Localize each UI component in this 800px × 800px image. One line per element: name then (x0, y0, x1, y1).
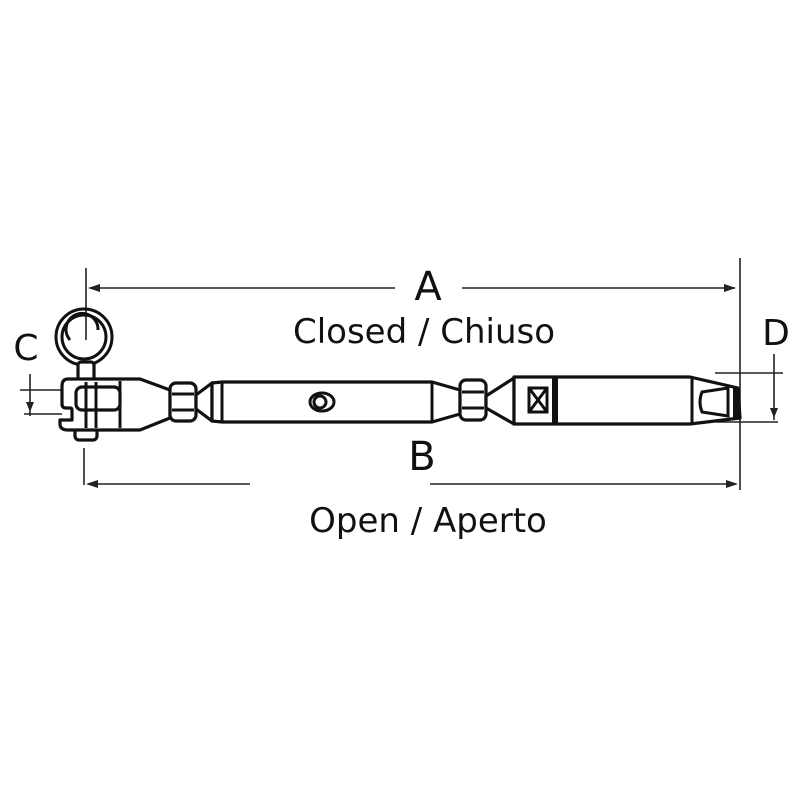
lock-nut-right (458, 378, 488, 422)
dimension-b: B Open / Aperto (83, 434, 738, 541)
turnbuckle (54, 307, 742, 442)
dimension-c: C (13, 328, 62, 416)
dimension-d-letter: D (762, 313, 790, 354)
dimension-a-caption: Closed / Chiuso (293, 312, 555, 352)
dimension-b-letter: B (408, 434, 435, 480)
barrel-body (210, 380, 462, 424)
dimension-b-caption: Open / Aperto (309, 501, 547, 541)
lock-nut-left (168, 381, 198, 423)
swage-terminal (512, 375, 742, 426)
dimension-d: D (715, 313, 790, 423)
jaw-fork (58, 377, 172, 432)
dimension-a-letter: A (414, 264, 442, 310)
dimension-c-letter: C (13, 328, 38, 369)
split-ring (54, 307, 114, 367)
dimension-a: A Closed / Chiuso (85, 258, 741, 490)
